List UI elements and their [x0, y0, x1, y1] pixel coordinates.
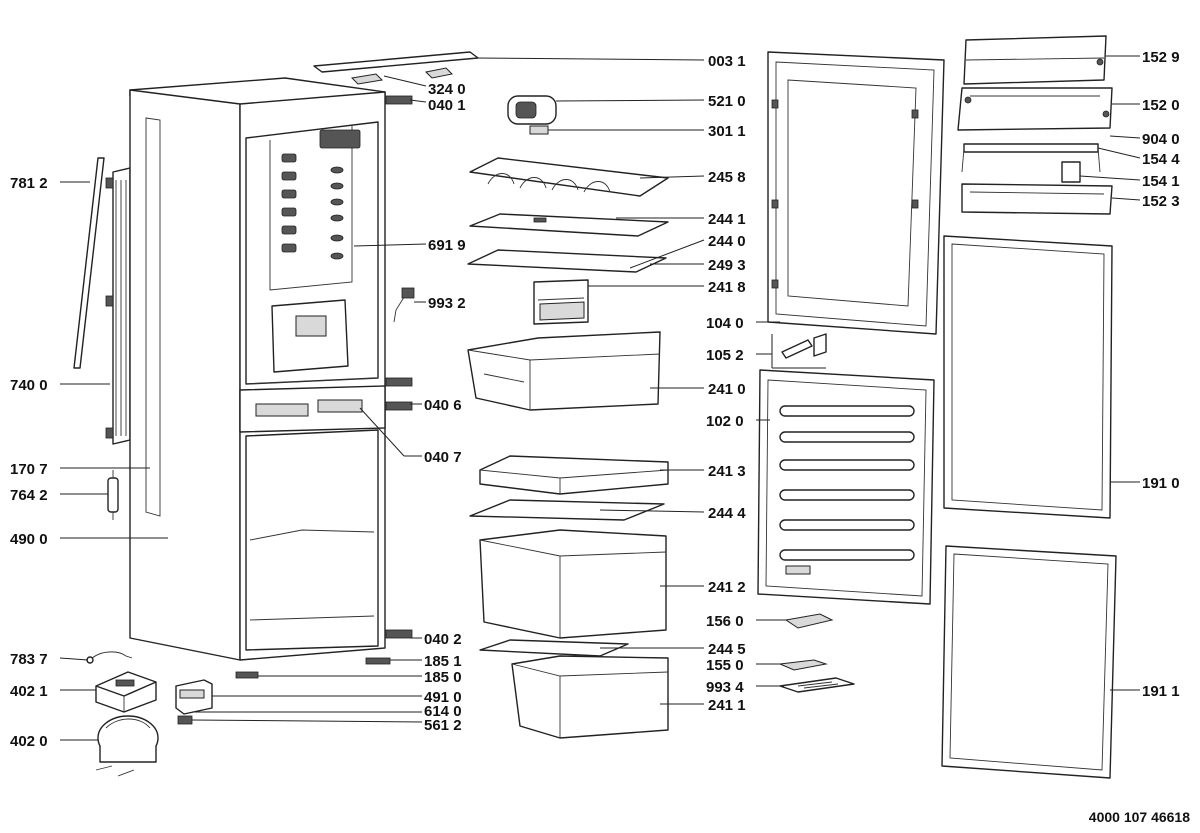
freezer-drawer-upper — [479, 529, 667, 639]
condenser-back-panel — [105, 167, 131, 445]
door-handle-bracket — [781, 333, 827, 359]
callout-691-9: 691 9 — [428, 237, 466, 254]
thermostat-housing — [507, 95, 557, 135]
callout-301-1: 301 1 — [708, 123, 746, 140]
callout-003-1: 003 1 — [708, 53, 746, 70]
callout-402-1: 402 1 — [10, 683, 48, 700]
callout-764-2: 764 2 — [10, 487, 48, 504]
callout-156-0: 156 0 — [706, 613, 744, 630]
callout-102-0: 102 0 — [706, 413, 744, 430]
dairy-cover — [963, 35, 1107, 85]
callout-185-1: 185 1 — [424, 653, 462, 670]
callout-241-3: 241 3 — [708, 463, 746, 480]
glass-shelf-upper — [469, 213, 669, 237]
callout-244-0: 244 0 — [708, 233, 746, 250]
callout-040-7: 040 7 — [424, 449, 462, 466]
dairy-box — [957, 87, 1113, 131]
compressor — [95, 715, 159, 777]
connector — [177, 715, 193, 725]
callout-170-7: 170 7 — [10, 461, 48, 478]
callout-740-0: 740 0 — [10, 377, 48, 394]
callout-labels: 003 1 324 0 040 1 521 0 301 1 245 8 244 … — [10, 49, 1180, 750]
freezer-tray — [479, 455, 669, 495]
callout-993-4: 993 4 — [706, 679, 744, 696]
callout-244-1: 244 1 — [708, 211, 746, 228]
callout-245-8: 245 8 — [708, 169, 746, 186]
freezer-door-inner — [757, 369, 935, 605]
wine-rack — [469, 157, 669, 197]
cabinet — [129, 77, 413, 679]
callout-402-0: 402 0 — [10, 733, 48, 750]
callout-244-5: 244 5 — [708, 641, 746, 658]
callout-152-3: 152 3 — [1142, 193, 1180, 210]
capillary-tube — [86, 651, 133, 664]
crisper-cover — [533, 279, 589, 325]
callout-993-2: 993 2 — [428, 295, 466, 312]
callout-490-0: 490 0 — [10, 531, 48, 548]
callout-104-0: 104 0 — [706, 315, 744, 332]
callout-491-0: 491 0 — [424, 689, 462, 706]
callout-040-2: 040 2 — [424, 631, 462, 648]
callout-614-0: 614 0 — [424, 703, 462, 720]
retainer-clip — [1061, 161, 1081, 183]
door-bearing — [778, 659, 828, 671]
callout-040-6: 040 6 — [424, 397, 462, 414]
leader-lines — [59, 55, 1141, 741]
callout-191-1: 191 1 — [1142, 683, 1180, 700]
bottle-retainer — [961, 143, 1101, 173]
callout-561-2: 561 2 — [424, 717, 462, 734]
callout-040-1: 040 1 — [428, 97, 466, 114]
freezer-gasket — [941, 545, 1117, 779]
callout-152-9: 152 9 — [1142, 49, 1180, 66]
callout-244-4: 244 4 — [708, 505, 746, 522]
fridge-door-inner — [767, 51, 945, 335]
callout-154-1: 154 1 — [1142, 173, 1180, 190]
bottle-shelf — [961, 183, 1113, 215]
callout-105-2: 105 2 — [706, 347, 744, 364]
callout-241-8: 241 8 — [708, 279, 746, 296]
electronic-board — [175, 679, 213, 715]
door-stopper — [784, 613, 834, 629]
tube-left — [73, 157, 105, 369]
compressor-relay — [95, 671, 157, 713]
callout-249-3: 249 3 — [708, 257, 746, 274]
freezer-glass-1 — [469, 499, 665, 521]
callout-152-0: 152 0 — [1142, 97, 1180, 114]
callout-241-0: 241 0 — [708, 381, 746, 398]
callout-191-0: 191 0 — [1142, 475, 1180, 492]
fridge-drawer — [467, 331, 661, 411]
sensor-wire — [393, 287, 415, 323]
callout-241-1: 241 1 — [708, 697, 746, 714]
callout-241-2: 241 2 — [708, 579, 746, 596]
dryer-filter — [107, 470, 119, 520]
glass-shelf-lower — [467, 249, 667, 273]
callout-904-0: 904 0 — [1142, 131, 1180, 148]
document-number: 4000 107 46618 — [1089, 809, 1190, 825]
fridge-gasket — [943, 235, 1113, 519]
callout-324-0: 324 0 — [428, 81, 466, 98]
callout-155-0: 155 0 — [706, 657, 744, 674]
freezer-drawer-lower — [511, 655, 669, 739]
callout-781-2: 781 2 — [10, 175, 48, 192]
callout-185-0: 185 0 — [424, 669, 462, 686]
ventilation-grille — [779, 677, 855, 693]
callout-783-7: 783 7 — [10, 651, 48, 668]
freezer-glass-2 — [479, 639, 629, 657]
callout-521-0: 521 0 — [708, 93, 746, 110]
callout-154-4: 154 4 — [1142, 151, 1180, 168]
